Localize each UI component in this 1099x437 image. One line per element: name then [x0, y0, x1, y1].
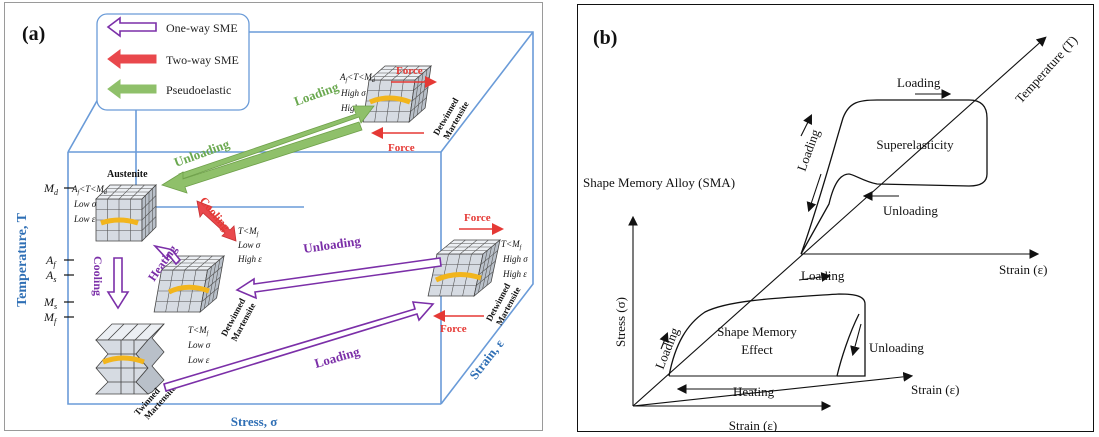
legend-pseudoelastic: Pseudoelastic	[166, 83, 231, 97]
unloading-upper-label: Unloading	[883, 203, 938, 218]
panel-b-frame	[577, 4, 1094, 432]
twinned-martensite-cube	[95, 323, 165, 395]
panel-b: (b) Shape Memory Alloy (SMA) Stress (σ) …	[577, 4, 1094, 433]
one-way-sme-arrow-icon	[106, 16, 157, 38]
panel-a: Temperature, T Stress, σ Strain, ε (a) O…	[4, 2, 544, 432]
panel-b-axes	[628, 36, 1047, 411]
legend-two-way: Two-way SME	[166, 53, 239, 67]
superelasticity-loop	[800, 99, 988, 255]
tick-md: Md	[43, 181, 59, 197]
temperature-axis-b: Temperature (T)	[1012, 33, 1080, 106]
right-detwinned-cube	[427, 239, 501, 297]
heating-label: Heating	[733, 384, 775, 399]
right-cond-1: T<Mf	[501, 239, 523, 251]
top-cond-1: Af<T<Md	[339, 72, 376, 84]
right-force-bottom-label: Force	[440, 323, 467, 335]
tick-as: As	[45, 268, 56, 284]
top-force-label: Force	[396, 65, 423, 77]
legend: One-way SME Two-way SME Pseudoelastic	[96, 13, 250, 111]
legend-one-way: One-way SME	[166, 21, 238, 35]
middle-cond-3: High ε	[237, 254, 262, 264]
right-cond-3: High ε	[502, 269, 527, 279]
austenite-inclusion	[100, 217, 139, 226]
unloading-lower-label: Unloading	[869, 340, 924, 355]
top-detwinned-cube	[362, 65, 432, 123]
loading-green-arrow	[178, 105, 375, 180]
strain-axis-right: Strain (ε)	[911, 382, 959, 397]
sme-label-1: Shape Memory	[717, 324, 797, 339]
twinned-cond-1: T<Mf	[188, 325, 210, 337]
temperature-ticks	[64, 187, 74, 318]
strain-axis-label: Strain, ε	[466, 336, 507, 382]
loading-lower-label: Loading	[801, 268, 845, 283]
middle-cond-1: T<Mf	[238, 226, 260, 238]
loading-purple-label: Loading	[313, 344, 362, 371]
top-force-bottom-label: Force	[388, 142, 415, 154]
cooling-purple-label: Cooling	[91, 256, 105, 296]
stress-axis-label: Stress, σ	[231, 414, 278, 429]
cooling-red-arrow	[196, 200, 237, 242]
middle-cond-2: Low σ	[237, 240, 261, 250]
sme-label-2: Effect	[741, 342, 773, 357]
tick-af: Af	[45, 253, 57, 269]
panel-b-diagram: (b) Shape Memory Alloy (SMA) Stress (σ) …	[577, 4, 1094, 433]
tick-mf: Mf	[43, 310, 58, 326]
pseudoelastic-arrow-icon	[107, 79, 157, 99]
right-cond-2: High σ	[502, 254, 528, 264]
top-cond-2: High σ	[340, 88, 366, 98]
panel-b-label: (b)	[593, 27, 617, 49]
austenite-title: Austenite	[107, 169, 148, 180]
top-cond-3: High ε	[340, 103, 365, 113]
stress-axis-b: Stress (σ)	[613, 297, 628, 347]
austenite-cond-1: Af<T<Md	[71, 184, 108, 196]
superelasticity-label: Superelasticity	[876, 137, 954, 152]
loading-top-label: Loading	[897, 75, 941, 90]
loading-purple-arrow	[163, 301, 435, 393]
unloading-green-arrow	[161, 121, 363, 194]
right-force-label: Force	[464, 212, 491, 224]
austenite-cond-2: Low σ	[73, 199, 97, 209]
cooling-purple-arrow	[106, 257, 130, 310]
twinned-cond-2: Low σ	[187, 340, 211, 350]
tick-ms: Ms	[43, 295, 57, 311]
panel-a-label: (a)	[22, 23, 45, 45]
loading-diag-label: Loading	[794, 127, 823, 173]
unloading-purple-label: Unloading	[302, 233, 362, 256]
strain-axis-upper: Strain (ε)	[999, 262, 1047, 277]
strain-axis-bottom: Strain (ε)	[729, 418, 777, 432]
panel-a-diagram: Temperature, T Stress, σ Strain, ε (a) O…	[4, 2, 543, 431]
unloading-purple-arrow	[235, 257, 442, 300]
twinned-cond-3: Low ε	[187, 355, 210, 365]
austenite-cube	[95, 184, 157, 242]
heating-purple-arrow	[152, 244, 182, 266]
austenite-cond-3: Low ε	[73, 214, 96, 224]
panel-a-frame	[4, 2, 543, 431]
sme-loop	[668, 293, 866, 377]
temperature-axis-label: Temperature, T	[15, 212, 30, 307]
sma-title: Shape Memory Alloy (SMA)	[583, 175, 735, 190]
loading-green-label: Loading	[292, 79, 341, 109]
two-way-sme-arrow-icon	[107, 49, 157, 69]
middle-detwinned-cube	[153, 255, 225, 313]
